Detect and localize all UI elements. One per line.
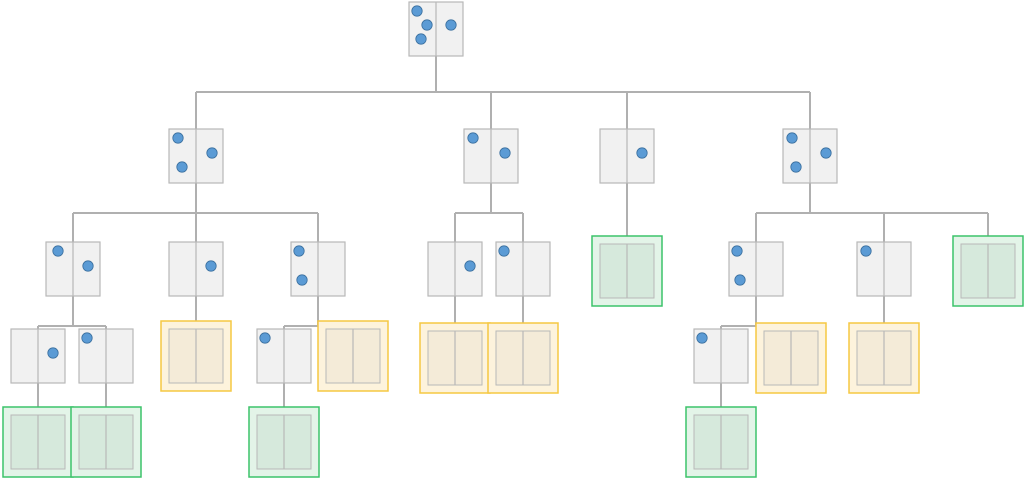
dot-marker [499, 147, 511, 159]
tree-node-a1b-leaf [70, 406, 142, 478]
tree-node-a2 [168, 241, 224, 297]
tree-node-b [463, 128, 519, 184]
tree-node-a3a-leaf [248, 406, 320, 478]
tree-node-a1 [45, 241, 101, 297]
dot-marker [81, 332, 93, 344]
dot-marker [464, 260, 476, 272]
dot-marker [206, 147, 218, 159]
tree-node-a3 [290, 241, 346, 297]
dot-marker [860, 245, 872, 257]
dot-marker [696, 332, 708, 344]
edge-group-root [195, 29, 811, 156]
dot-marker [421, 19, 433, 31]
tree-node-a2-leaf [160, 320, 232, 392]
tree-node-d1b [755, 322, 827, 394]
tree-node-a [168, 128, 224, 184]
dot-marker [790, 161, 802, 173]
dot-marker [731, 245, 743, 257]
tree-node-root [408, 1, 464, 57]
tree-node-a1a-leaf [2, 406, 74, 478]
dot-marker [820, 147, 832, 159]
tree-node-b1 [427, 241, 483, 297]
dot-marker [445, 19, 457, 31]
dot-marker [411, 5, 423, 17]
dot-marker [259, 332, 271, 344]
tree-node-d2-leaf [848, 322, 920, 394]
tree-node-d2 [856, 241, 912, 297]
tree-node-a1b [78, 328, 134, 384]
dot-marker [467, 132, 479, 144]
tree-node-b2 [495, 241, 551, 297]
tree-node-c-leaf [591, 235, 663, 307]
tree-node-d1a [693, 328, 749, 384]
tree-node-b1-leaf [419, 322, 491, 394]
tree-node-d1 [728, 241, 784, 297]
dot-marker [786, 132, 798, 144]
tree-node-a1a [10, 328, 66, 384]
dot-marker [636, 147, 648, 159]
dot-marker [52, 245, 64, 257]
dot-marker [176, 161, 188, 173]
tree-node-c [599, 128, 655, 184]
dot-marker [296, 274, 308, 286]
tree-node-d3 [952, 235, 1024, 307]
tree-node-a3b [317, 320, 389, 392]
tree-node-d [782, 128, 838, 184]
dot-marker [47, 347, 59, 359]
dot-marker [293, 245, 305, 257]
dot-marker [734, 274, 746, 286]
dot-marker [172, 132, 184, 144]
dot-marker [498, 245, 510, 257]
tree-node-a3a [256, 328, 312, 384]
dot-marker [205, 260, 217, 272]
tree-node-d1a-leaf [685, 406, 757, 478]
tree-node-b2-leaf [487, 322, 559, 394]
dot-marker [415, 33, 427, 45]
dot-marker [82, 260, 94, 272]
